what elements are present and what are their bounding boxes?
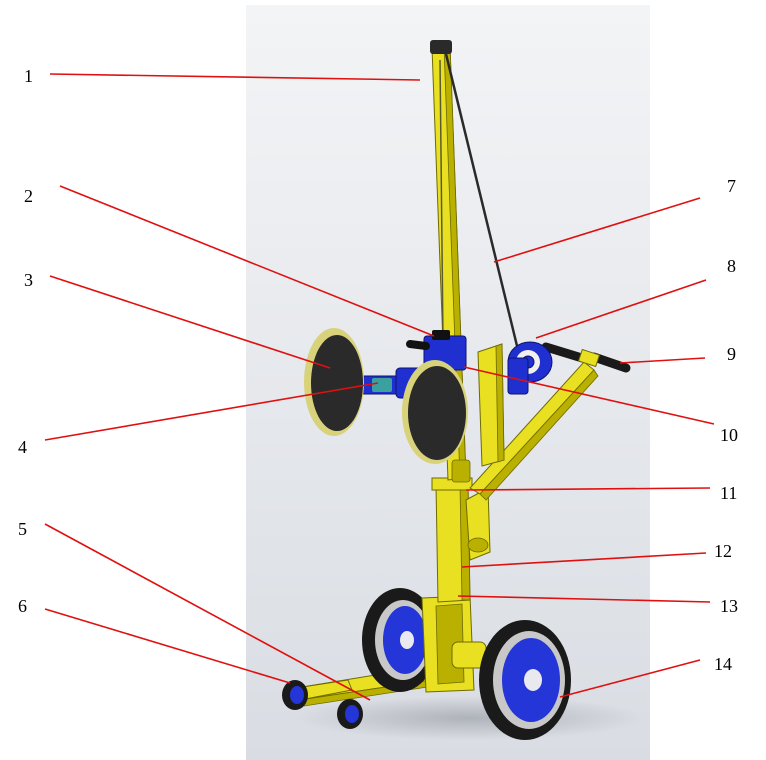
callout-label-6: 6 <box>18 596 27 616</box>
callout-label-3: 3 <box>24 270 33 290</box>
leader-line-2 <box>59 185 435 337</box>
callout-label-2: 2 <box>24 186 33 206</box>
glass-lifter-machine <box>282 40 631 740</box>
leader-line-5 <box>44 523 371 701</box>
callout-label-11: 11 <box>720 483 737 503</box>
leader-line-12 <box>461 552 707 568</box>
handle-arm-2 <box>479 369 599 501</box>
callout-label-1: 1 <box>24 66 33 86</box>
leader-line-4 <box>44 382 379 441</box>
callout-label-12: 12 <box>714 541 732 561</box>
callout-label-7: 7 <box>727 176 736 196</box>
suction-pad-left <box>304 328 364 436</box>
handle-grip-left <box>541 342 587 363</box>
brace-foot <box>467 537 489 553</box>
callout-label-8: 8 <box>727 256 736 276</box>
callout-label-4: 4 <box>18 437 27 457</box>
leader-line-11 <box>465 487 711 491</box>
handle-t-joint <box>577 348 601 368</box>
suction-pad-right <box>402 360 468 464</box>
leader-line-10 <box>463 366 715 425</box>
callout-label-14: 14 <box>714 654 732 674</box>
rear-wheel-right <box>479 620 571 740</box>
leader-line-6 <box>44 608 291 684</box>
leader-line-14 <box>559 659 701 698</box>
leader-line-7 <box>493 197 701 263</box>
handle-grip-right <box>589 352 631 373</box>
front-caster-left <box>282 680 308 710</box>
callout-label-13: 13 <box>720 596 738 616</box>
leader-line-9 <box>619 357 706 364</box>
pad-arm-shade <box>495 343 505 463</box>
pad-joint <box>451 459 471 483</box>
callout-label-9: 9 <box>727 344 736 364</box>
callout-label-5: 5 <box>18 519 27 539</box>
callout-leader-lines <box>44 73 715 701</box>
rear-wheel-left <box>362 588 438 692</box>
lift-cable <box>444 53 520 351</box>
leader-line-1 <box>49 73 421 81</box>
winch <box>507 341 553 395</box>
mast-top-cap <box>430 40 452 54</box>
leader-line-8 <box>535 279 707 339</box>
leader-line-13 <box>457 595 711 603</box>
lift-cable-inner <box>439 59 444 341</box>
front-caster-right <box>337 699 363 729</box>
leader-line-3 <box>49 275 331 369</box>
callout-label-10: 10 <box>720 425 738 445</box>
